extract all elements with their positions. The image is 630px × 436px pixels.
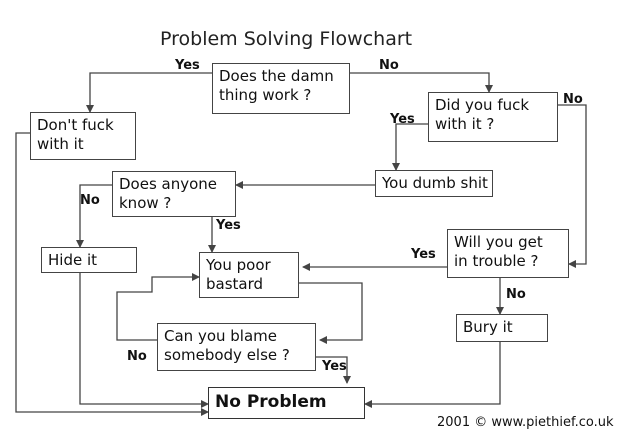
edge-works-no bbox=[350, 72, 493, 93]
edge-label-blame-yes: Yes bbox=[322, 359, 347, 374]
node-text-line: Does the damn bbox=[219, 67, 334, 85]
edge-label-fuck-yes: Yes bbox=[390, 112, 415, 127]
node-bury-it: Bury it bbox=[456, 314, 548, 342]
node-text-line: thing work ? bbox=[219, 86, 312, 104]
edge-blame-no bbox=[116, 273, 200, 341]
edge-dontfuck-noproblem bbox=[15, 132, 209, 416]
edge-works-yes bbox=[86, 72, 212, 113]
edge-hide-noproblem bbox=[79, 271, 209, 408]
node-no-problem: No Problem bbox=[208, 387, 365, 419]
copyright-credit: 2001 © www.piethief.co.uk bbox=[437, 415, 614, 430]
node-text-line: Did you fuck bbox=[435, 96, 530, 114]
edge-know-no bbox=[76, 184, 112, 248]
node-text-line: You dumb shit bbox=[382, 174, 488, 192]
node-does-it-work: Does the damn thing work ? bbox=[212, 63, 350, 114]
node-you-dumb-shit: You dumb shit bbox=[375, 170, 493, 197]
edge-label-know-no: No bbox=[80, 193, 100, 208]
edge-fuck-yes bbox=[392, 123, 428, 171]
node-text-line: somebody else ? bbox=[164, 346, 290, 364]
page-title: Problem Solving Flowchart bbox=[160, 28, 413, 50]
edge-blame-yes bbox=[316, 356, 351, 384]
node-text-line: Don't fuck bbox=[37, 116, 114, 134]
edge-label-works-yes: Yes bbox=[175, 58, 200, 73]
node-did-you-fuck: Did you fuck with it ? bbox=[428, 92, 558, 142]
node-can-you-blame: Can you blame somebody else ? bbox=[157, 323, 316, 371]
node-text-line: Hide it bbox=[48, 251, 98, 269]
edge-poor-blame bbox=[299, 282, 363, 344]
node-hide-it: Hide it bbox=[41, 247, 137, 273]
node-text-line: in trouble ? bbox=[454, 252, 539, 270]
node-text-line: bastard bbox=[206, 275, 264, 293]
node-text-line: You poor bbox=[206, 256, 271, 274]
edge-label-know-yes: Yes bbox=[216, 218, 241, 233]
node-text-line: Bury it bbox=[463, 318, 513, 336]
edge-label-blame-no: No bbox=[127, 349, 147, 364]
node-text-line: with it bbox=[37, 135, 84, 153]
edge-label-fuck-no: No bbox=[563, 92, 583, 107]
node-text-line: with it ? bbox=[435, 115, 495, 133]
edge-label-works-no: No bbox=[379, 58, 399, 73]
node-will-you-get-in-trouble: Will you get in trouble ? bbox=[447, 229, 569, 278]
node-text-line: No Problem bbox=[215, 392, 327, 412]
node-text-line: Does anyone bbox=[119, 175, 218, 193]
edge-bury-noproblem bbox=[364, 342, 501, 408]
node-dont-fuck: Don't fuck with it bbox=[30, 112, 136, 160]
edge-fuck-no bbox=[558, 104, 587, 268]
node-text-line: know ? bbox=[119, 194, 172, 212]
node-does-anyone-know: Does anyone know ? bbox=[112, 171, 236, 217]
node-you-poor-bastard: You poor bastard bbox=[199, 252, 299, 298]
node-text-line: Will you get bbox=[454, 233, 543, 251]
edge-label-trouble-yes: Yes bbox=[411, 247, 436, 262]
edge-label-trouble-no: No bbox=[506, 287, 526, 302]
node-text-line: Can you blame bbox=[164, 327, 277, 345]
